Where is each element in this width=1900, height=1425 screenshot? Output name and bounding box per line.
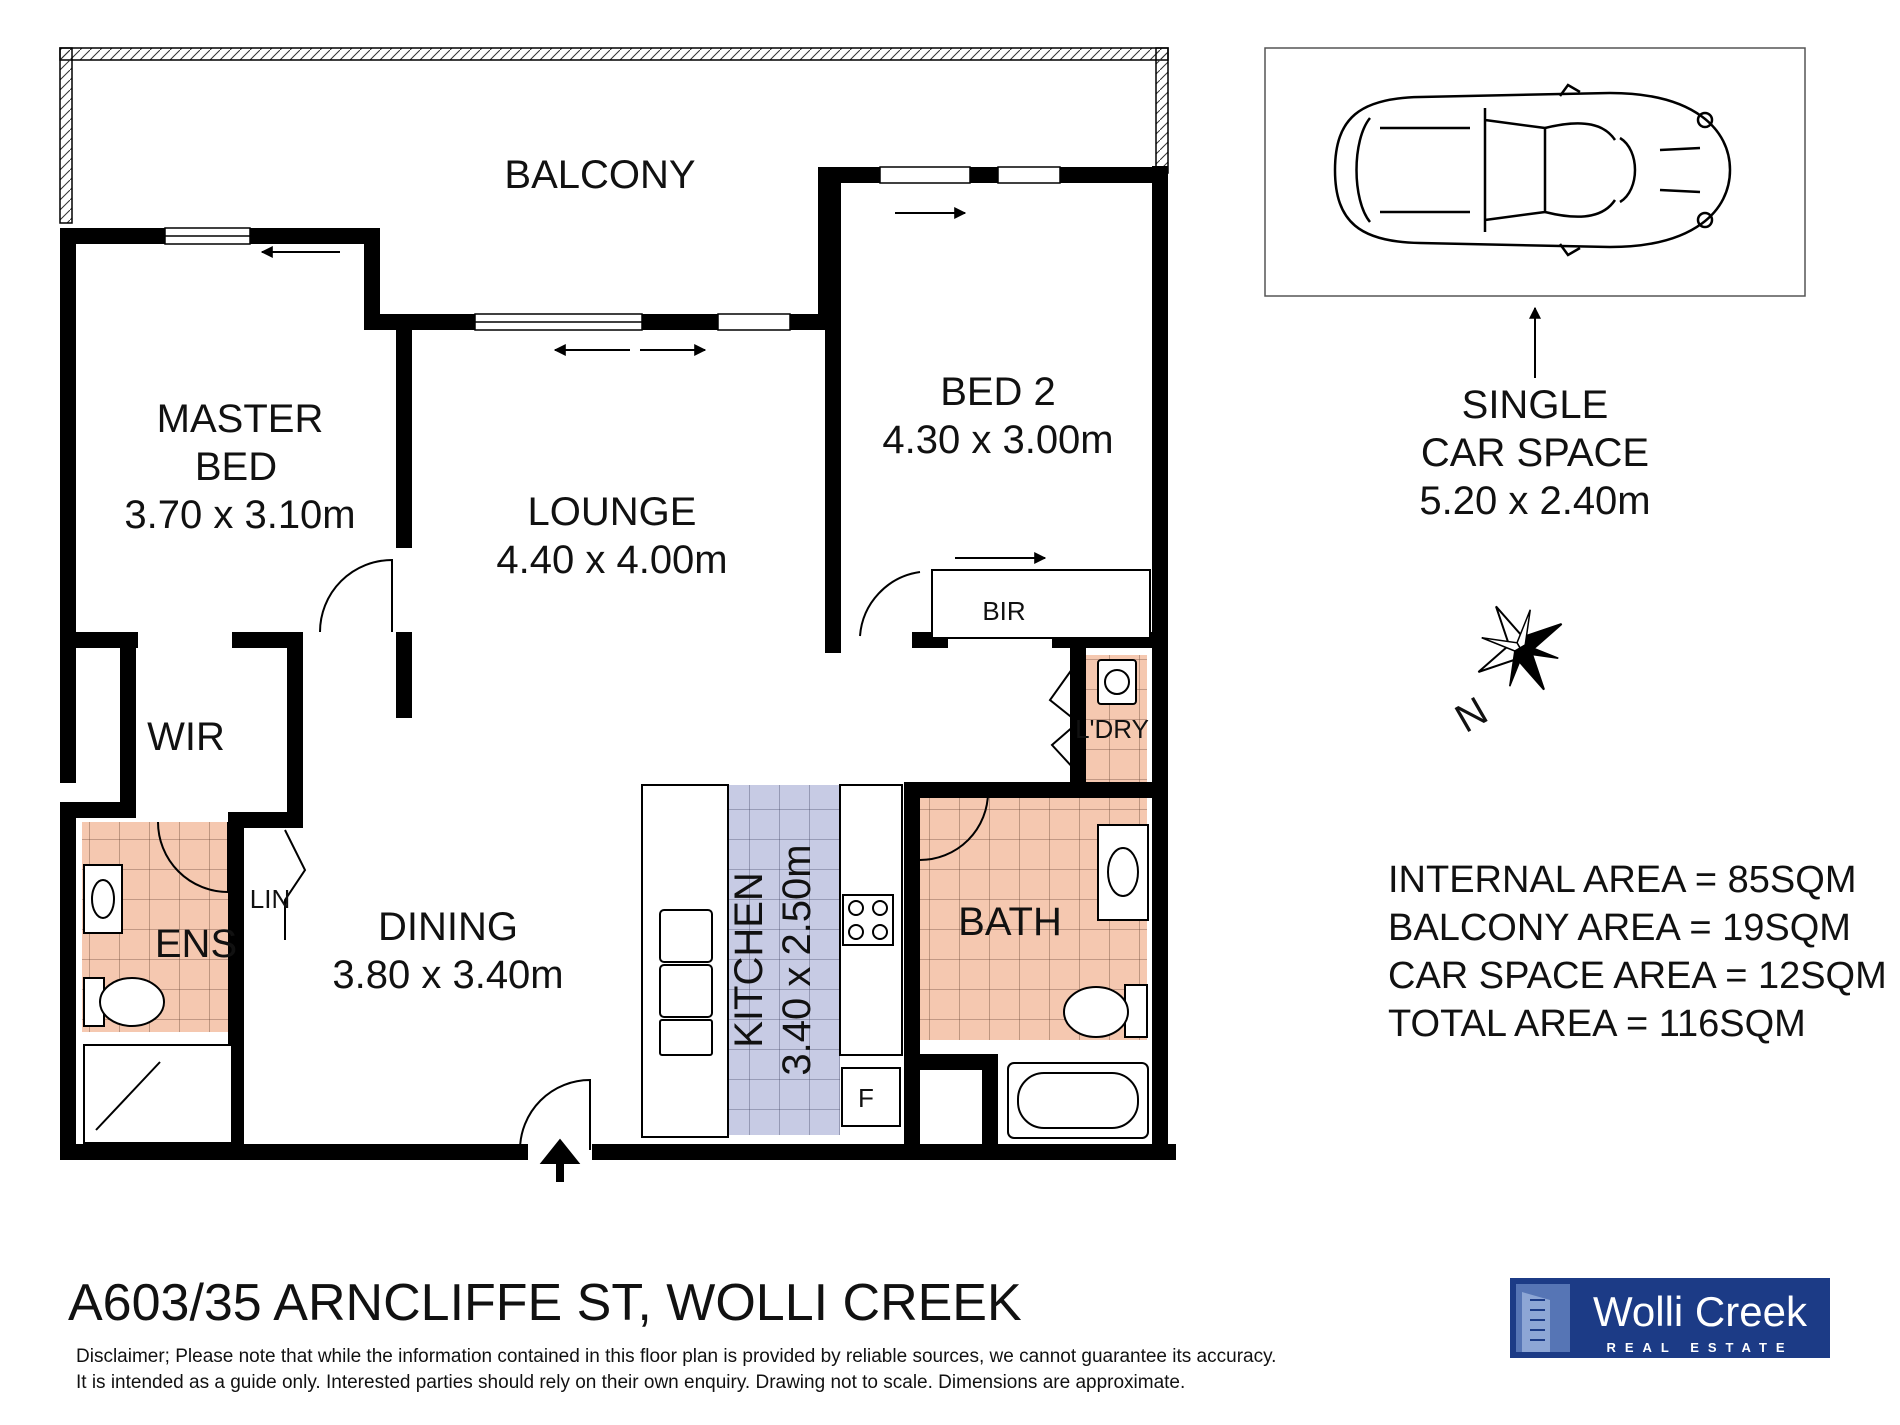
floor-fills <box>82 655 1147 1135</box>
label-lounge: LOUNGE <box>528 490 697 534</box>
ens-shower <box>83 1044 233 1144</box>
disclaimer-line-1: Disclaimer; Please note that while the i… <box>76 1346 1276 1367</box>
label-master-bed-1: MASTER <box>157 397 324 441</box>
label-bed2-dims: 4.30 x 3.00m <box>882 418 1113 462</box>
bathroom-fixtures <box>83 659 1149 1144</box>
car-space-dims: 5.20 x 2.40m <box>1419 479 1650 523</box>
kitchen-fixtures <box>641 784 903 1138</box>
logo-tagline: REAL ESTATE <box>1606 1340 1793 1355</box>
car-space-label-2: CAR SPACE <box>1421 431 1649 475</box>
label-dining-dims: 3.80 x 3.40m <box>332 953 563 997</box>
label-kitchen: KITCHEN <box>727 872 771 1048</box>
label-laundry: L'DRY <box>1075 714 1149 744</box>
balcony <box>59 47 1169 224</box>
compass-icon <box>1477 605 1563 691</box>
walls <box>60 166 1176 1160</box>
label-bir: BIR <box>982 596 1025 626</box>
car-space: SINGLE CAR SPACE 5.20 x 2.40m <box>1264 47 1806 523</box>
label-kitchen-dims: 3.40 x 2.50m <box>775 844 819 1075</box>
label-ens: ENS <box>155 922 237 966</box>
label-lounge-dims: 4.40 x 4.00m <box>496 538 727 582</box>
room-labels: BALCONY MASTER BED 3.70 x 3.10m LOUNGE 4… <box>124 153 1149 1113</box>
fridge <box>841 1067 901 1127</box>
disclaimer-line-2: It is intended as a guide only. Interest… <box>76 1372 1185 1393</box>
label-lin: LIN <box>250 884 290 914</box>
agency-logo: Wolli Creek REAL ESTATE <box>1510 1278 1830 1358</box>
area-balcony: BALCONY AREA = 19SQM <box>1388 907 1851 949</box>
area-car-space: CAR SPACE AREA = 12SQM <box>1388 955 1887 997</box>
car-space-label-1: SINGLE <box>1462 383 1609 427</box>
area-summary: INTERNAL AREA = 85SQM BALCONY AREA = 19S… <box>1388 859 1887 1045</box>
label-bed2: BED 2 <box>940 370 1056 414</box>
label-fridge: F <box>858 1083 874 1113</box>
car-icon <box>1333 83 1732 257</box>
label-bath: BATH <box>958 900 1062 944</box>
bir-cupboard <box>931 569 1151 639</box>
logo-name: Wolli Creek <box>1593 1288 1808 1335</box>
label-balcony: BALCONY <box>504 153 695 197</box>
entry-arrow <box>539 1138 581 1182</box>
label-master-bed-dims: 3.70 x 3.10m <box>124 493 355 537</box>
kitchen-sink <box>659 909 713 963</box>
doors <box>157 558 1076 1151</box>
address-title: A603/35 ARNCLIFFE ST, WOLLI CREEK <box>68 1274 1022 1332</box>
label-master-bed-2: BED <box>195 445 277 489</box>
label-wir: WIR <box>147 715 225 759</box>
label-dining: DINING <box>378 905 518 949</box>
windows <box>164 166 1061 331</box>
area-total: TOTAL AREA = 116SQM <box>1388 1003 1806 1045</box>
compass-north-label: N <box>1448 689 1495 742</box>
area-internal: INTERNAL AREA = 85SQM <box>1388 859 1857 901</box>
